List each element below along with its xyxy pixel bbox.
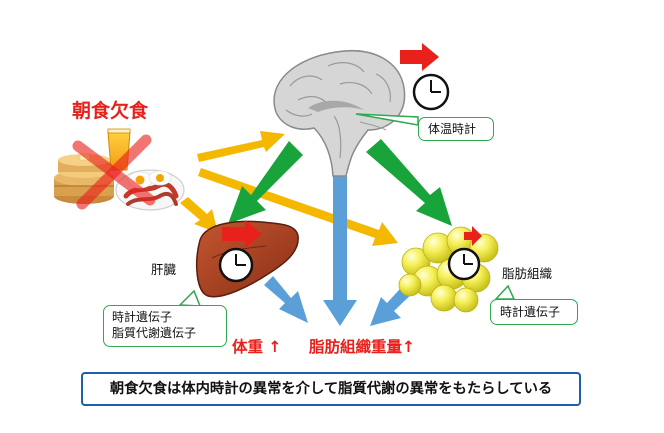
clock-icon: [447, 226, 482, 281]
clock-icon: [400, 43, 450, 111]
green-arrow-to-liver: [228, 141, 303, 224]
brain-icon: [273, 50, 406, 177]
adipose-genes-callout: 時計遺伝子: [490, 299, 578, 325]
yellow-arrow-to-adipose: [198, 168, 398, 246]
body-temp-clock-callout: 体温時計: [418, 117, 494, 141]
skipping-breakfast-label: 朝食欠食: [72, 100, 149, 122]
adipose-genes-label: 時計遺伝子: [500, 305, 561, 319]
body-temp-clock-label: 体温時計: [428, 122, 477, 136]
liver-label: 肝臓: [151, 262, 177, 277]
adipose-icon: [398, 226, 499, 313]
adipose-callout-pointer: [494, 284, 516, 300]
liver-genes-line2: 脂質代謝遺伝子: [112, 326, 197, 340]
adipose-label: 脂肪組織: [502, 266, 553, 281]
cross-icon: [72, 134, 156, 210]
blue-arrow-from-liver: [264, 276, 308, 323]
yellow-arrow-to-liver: [180, 197, 218, 233]
yellow-arrow-to-brain: [197, 131, 285, 162]
liver-callout-pointer: [178, 289, 202, 307]
fat-weight-label: 脂肪組織重量↑: [309, 338, 415, 356]
conclusion-box: 朝食欠食は体内時計の異常を介して脂質代謝の異常をもたらしている: [81, 372, 581, 406]
clock-icon: [218, 220, 262, 283]
blue-arrow-center: [323, 176, 357, 326]
green-arrow-to-adipose: [366, 139, 452, 226]
liver-genes-callout: 時計遺伝子 脂質代謝遺伝子: [103, 305, 227, 347]
body-weight-label: 体重 ↑: [232, 338, 282, 356]
liver-genes-line1: 時計遺伝子: [112, 310, 173, 324]
